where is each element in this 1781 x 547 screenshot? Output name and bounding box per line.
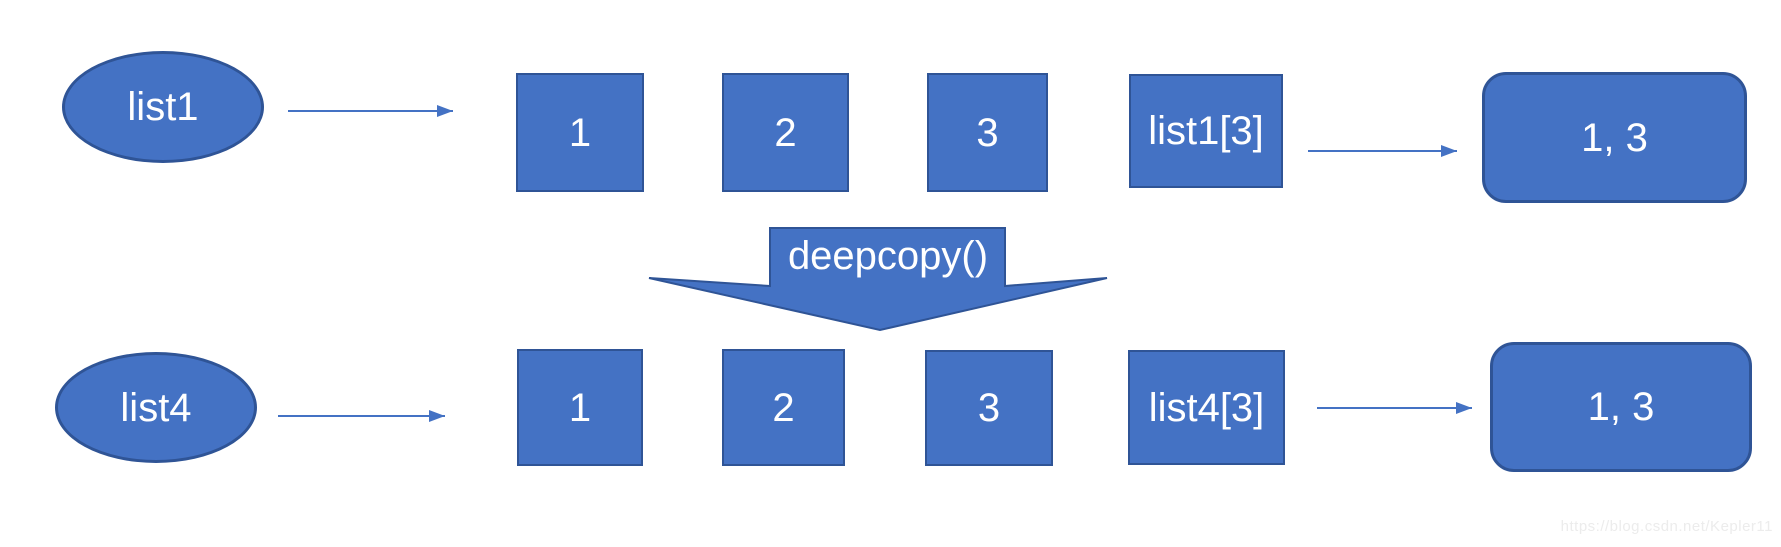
list4-cell-2: 3 [925,350,1053,466]
list1-cell-2: 3 [927,73,1048,192]
list1-nested-list-label: 1, 3 [1581,115,1648,160]
list4-cell-3-label: list4[3] [1148,385,1265,430]
list4-nested-list-value: 1, 3 [1490,342,1752,472]
list1-cell-0: 1 [516,73,644,192]
list1-pointer-ellipse: list1 [62,51,264,163]
list1-cell-2-label: 3 [976,110,999,155]
csdn-watermark: https://blog.csdn.net/Kepler11 [1560,518,1773,535]
list4-cell-3: list4[3] [1128,350,1285,465]
list1-pointer-label: list1 [127,85,199,129]
list4-pointer-ellipse: list4 [55,352,257,463]
list4-cell-2-label: 3 [977,386,1001,430]
list4-cell-0: 1 [517,349,643,466]
list1-cell-1: 2 [722,73,849,192]
list1-cell-3-label: list1[3] [1148,109,1264,153]
deepcopy-label: deepcopy() [787,234,989,278]
list4-pointer-label: list4 [120,385,192,430]
list4-cell-0-label: 1 [568,385,592,430]
list1-nested-list-value: 1, 3 [1482,72,1747,203]
list4-cell-1-label: 2 [772,385,795,430]
list4-nested-list-label: 1, 3 [1587,385,1655,429]
list1-cell-0-label: 1 [568,110,592,155]
list1-cell-1-label: 2 [774,110,797,155]
list4-cell-1: 2 [722,349,845,466]
list1-cell-3: list1[3] [1129,74,1283,188]
